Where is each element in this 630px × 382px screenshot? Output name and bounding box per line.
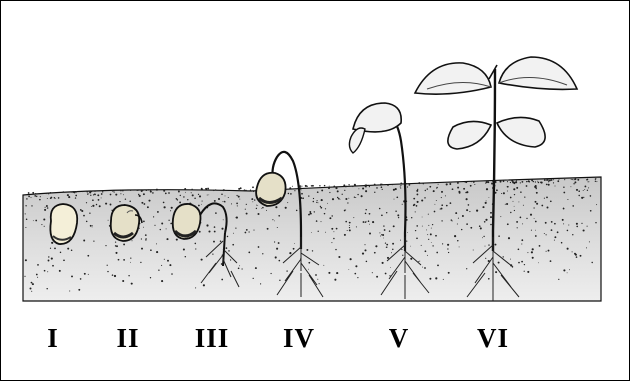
stage-label-3: III <box>172 323 252 354</box>
stage-label-6: VI <box>453 323 533 354</box>
stage-label-5: V <box>359 323 439 354</box>
stage-label-4: IV <box>259 323 339 354</box>
stage-label-1: I <box>13 323 93 354</box>
soil-layer <box>23 177 601 301</box>
stage-label-2: II <box>88 323 168 354</box>
